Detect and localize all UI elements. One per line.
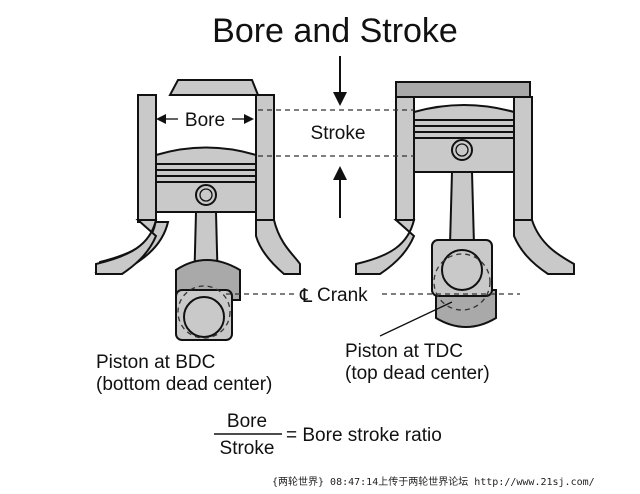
right-cylinder-tdc bbox=[355, 81, 575, 328]
tdc-label-line1: Piston at TDC bbox=[345, 341, 463, 362]
tdc-label-line2: (top dead center) bbox=[345, 363, 490, 384]
bdc-label-line1: Piston at BDC bbox=[96, 352, 215, 373]
bore-stroke-formula: Bore Stroke = Bore stroke ratio bbox=[214, 411, 442, 459]
left-cylinder-bdc bbox=[94, 79, 301, 341]
crank-centerline-symbol: ℄ bbox=[299, 286, 313, 307]
bore-label: Bore bbox=[185, 110, 225, 131]
formula-denominator: Stroke bbox=[220, 438, 275, 459]
stroke-label: Stroke bbox=[311, 123, 366, 144]
dimension-lines bbox=[156, 56, 520, 337]
footer-watermark: {两轮世界} 08:47:14上传于两轮世界论坛 http://www.21sj… bbox=[272, 475, 595, 488]
bdc-label-line2: (bottom dead center) bbox=[96, 374, 272, 395]
formula-result: = Bore stroke ratio bbox=[286, 425, 442, 446]
formula-numerator: Bore bbox=[227, 411, 267, 432]
diagram-title: Bore and Stroke bbox=[212, 12, 458, 50]
crank-label: Crank bbox=[317, 285, 368, 306]
